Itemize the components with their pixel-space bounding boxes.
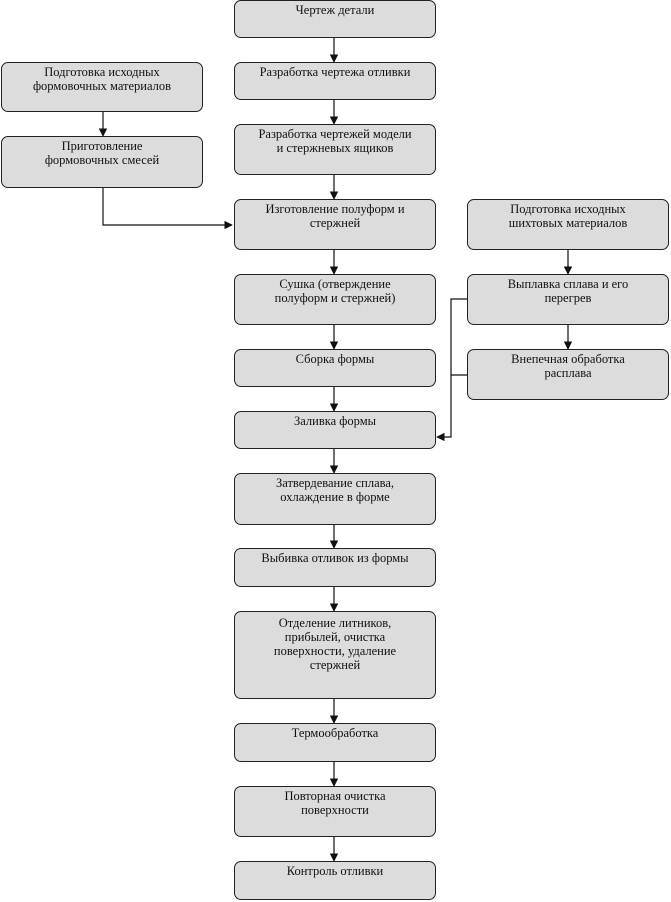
node-knockout: Выбивка отливок из формы <box>234 548 436 587</box>
node-assembly: Сборка формы <box>234 349 436 387</box>
node-halfmolds-cores: Изготовление полуформ и стержней <box>234 199 436 250</box>
arrow-mixtures-to-halfmolds <box>102 188 233 230</box>
node-mold-materials-prep: Подготовка исходных формовочных материал… <box>1 62 203 112</box>
connector-melting-bracket <box>450 298 467 376</box>
node-outfurnace-treatment: Внепечная обработка расплава <box>467 349 669 400</box>
node-drying: Сушка (отверждение полуформ и стержней) <box>234 274 436 325</box>
node-mixtures-prep: Приготовление формовочных смесей <box>1 136 203 188</box>
node-heat-treatment: Термообработка <box>234 723 436 762</box>
node-charge-materials-prep: Подготовка исходных шихтовых материалов <box>467 199 669 250</box>
node-separation: Отделение литников, прибылей, очистка по… <box>234 611 436 699</box>
arrow-melt-to-pouring <box>436 375 452 442</box>
node-melting: Выплавка сплава и его перегрев <box>467 274 669 325</box>
node-solidification: Затвердевание сплава, охлаждение в форме <box>234 473 436 525</box>
node-drawing-part: Чертеж детали <box>234 0 436 38</box>
node-model-drawings: Разработка чертежей модели и стержневых … <box>234 124 436 175</box>
node-casting-control: Контроль отливки <box>234 861 436 900</box>
node-casting-drawing: Разработка чертежа отливки <box>234 62 436 100</box>
node-pouring: Заливка формы <box>234 411 436 449</box>
node-repeat-cleaning: Повторная очистка поверхности <box>234 786 436 837</box>
